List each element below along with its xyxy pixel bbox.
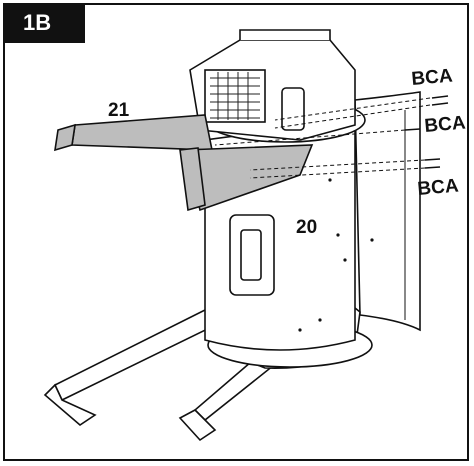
label-bca-top: BCA: [411, 65, 454, 90]
arm-21: [54, 114, 213, 152]
speaker-head: [189, 29, 356, 141]
step-badge: 1B: [3, 3, 85, 43]
label-bca-bottom: BCA: [417, 175, 460, 200]
label-part-20: 20: [296, 217, 317, 238]
label-part-21: 21: [108, 100, 130, 121]
bolt-icons: [404, 95, 449, 169]
head-grille: [210, 72, 260, 120]
label-bca-mid: BCA: [424, 112, 467, 137]
back-panel: [354, 91, 421, 332]
column-rivets: [298, 178, 374, 332]
bolt-guide-lines: [214, 97, 431, 179]
panel-handle-icon: [240, 229, 262, 281]
arm-20: [179, 144, 314, 212]
